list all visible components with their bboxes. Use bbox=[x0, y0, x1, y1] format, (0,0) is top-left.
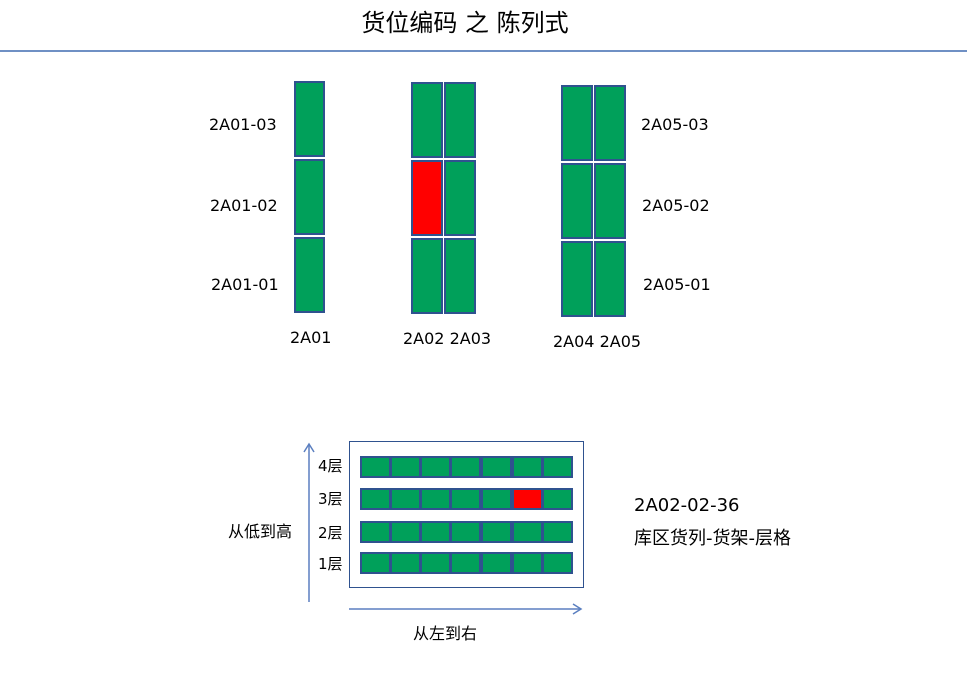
rack-cell-2a02-03[interactable] bbox=[411, 82, 443, 158]
example-code: 2A02-02-36 bbox=[634, 495, 740, 516]
rack-cell-2a05-03[interactable] bbox=[594, 85, 626, 161]
shelf-cell[interactable] bbox=[390, 521, 421, 543]
right-label-03: 2A05-03 bbox=[641, 115, 709, 134]
shelf-cell[interactable] bbox=[542, 552, 573, 574]
rack-cell-2a02-02-highlighted[interactable] bbox=[411, 160, 443, 236]
shelf-cell[interactable] bbox=[512, 456, 543, 478]
column-label-group3: 2A04 2A05 bbox=[553, 332, 642, 351]
shelf-frame bbox=[349, 441, 584, 588]
rack-cell-2a05-02[interactable] bbox=[594, 163, 626, 239]
shelf-cell[interactable] bbox=[481, 456, 512, 478]
rack-cell-2a03-03[interactable] bbox=[444, 82, 476, 158]
shelf-cell[interactable] bbox=[542, 488, 573, 510]
rack-cell-2a01-03[interactable] bbox=[294, 81, 325, 157]
shelf-cell-highlighted[interactable] bbox=[512, 488, 543, 510]
left-label-03: 2A01-03 bbox=[209, 115, 277, 134]
layer-label-2: 2层 bbox=[318, 524, 343, 542]
layer-label-4: 4层 bbox=[318, 457, 343, 475]
shelf-cell[interactable] bbox=[512, 521, 543, 543]
column-label-group1: 2A01 bbox=[290, 328, 332, 347]
shelf-cell[interactable] bbox=[360, 521, 391, 543]
shelf-cell[interactable] bbox=[481, 552, 512, 574]
shelf-cell[interactable] bbox=[360, 488, 391, 510]
rack-cell-2a01-01[interactable] bbox=[294, 237, 325, 313]
rack-cell-2a01-02[interactable] bbox=[294, 159, 325, 235]
shelf-cell[interactable] bbox=[481, 521, 512, 543]
shelf-cell[interactable] bbox=[390, 488, 421, 510]
shelf-cell[interactable] bbox=[360, 552, 391, 574]
shelf-cell[interactable] bbox=[420, 488, 451, 510]
arrow-right-icon bbox=[572, 603, 583, 615]
page-title: 货位编码 之 陈列式 bbox=[361, 9, 569, 37]
rack-cell-2a04-02[interactable] bbox=[561, 163, 593, 239]
shelf-cell[interactable] bbox=[542, 521, 573, 543]
shelf-cell[interactable] bbox=[450, 456, 481, 478]
shelf-cell[interactable] bbox=[420, 552, 451, 574]
shelf-cell[interactable] bbox=[390, 456, 421, 478]
shelf-cell[interactable] bbox=[360, 456, 391, 478]
rack-cell-2a05-01[interactable] bbox=[594, 241, 626, 317]
shelf-cell[interactable] bbox=[450, 552, 481, 574]
shelf-cell[interactable] bbox=[450, 488, 481, 510]
shelf-cell[interactable] bbox=[450, 521, 481, 543]
example-format: 库区货列-货架-层格 bbox=[634, 528, 791, 549]
shelf-cell[interactable] bbox=[420, 456, 451, 478]
shelf-cell[interactable] bbox=[512, 552, 543, 574]
shelf-cell[interactable] bbox=[420, 521, 451, 543]
right-label-01: 2A05-01 bbox=[643, 275, 711, 294]
title-divider bbox=[0, 50, 967, 52]
column-label-group2: 2A02 2A03 bbox=[403, 329, 492, 348]
shelf-cell[interactable] bbox=[542, 456, 573, 478]
rack-cell-2a03-02[interactable] bbox=[444, 160, 476, 236]
layer-label-3: 3层 bbox=[318, 490, 343, 508]
rack-cell-2a02-01[interactable] bbox=[411, 238, 443, 314]
rack-cell-2a04-03[interactable] bbox=[561, 85, 593, 161]
layer-label-1: 1层 bbox=[318, 555, 343, 573]
left-label-01: 2A01-01 bbox=[211, 275, 279, 294]
left-label-02: 2A01-02 bbox=[210, 196, 278, 215]
shelf-cell[interactable] bbox=[390, 552, 421, 574]
rack-cell-2a04-01[interactable] bbox=[561, 241, 593, 317]
horizontal-axis-label: 从左到右 bbox=[413, 624, 478, 643]
rack-cell-2a03-01[interactable] bbox=[444, 238, 476, 314]
arrow-up-icon bbox=[303, 442, 315, 453]
shelf-cell[interactable] bbox=[481, 488, 512, 510]
vertical-axis-label: 从低到高 bbox=[228, 522, 293, 541]
right-label-02: 2A05-02 bbox=[642, 196, 710, 215]
